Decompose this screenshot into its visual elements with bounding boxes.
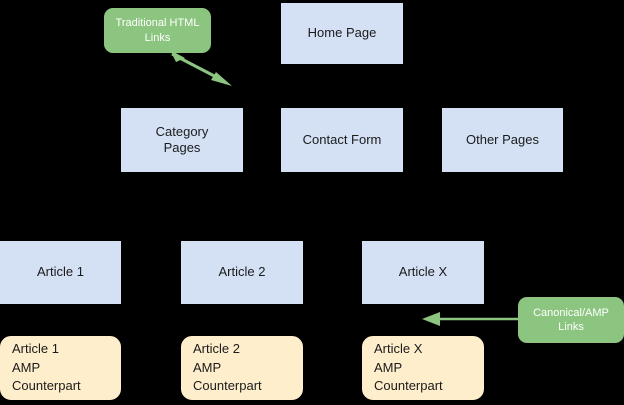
node-article-x-amp-counterpart[interactable]: Article X AMP Counterpart	[362, 336, 484, 400]
callout-canonical-amp-links-label: Canonical/AMP Links	[533, 306, 609, 333]
node-article-x-label: Article X	[398, 264, 448, 280]
callout-traditional-html-links-label: Traditional HTML Links	[115, 17, 200, 44]
node-article-1-label: Article 1	[37, 264, 84, 280]
node-category-pages-label: Category Pages	[155, 123, 209, 155]
node-other-pages[interactable]: Other Pages	[442, 108, 563, 172]
node-article-2-amp-counterpart-label: Article 2 AMP Counterpart	[193, 340, 262, 394]
node-article-x-amp-counterpart-label: Article X AMP Counterpart	[374, 340, 443, 394]
node-article-2[interactable]: Article 2	[181, 241, 303, 304]
node-contact-form[interactable]: Contact Form	[281, 108, 403, 172]
node-article-x[interactable]: Article X	[362, 241, 484, 304]
node-article-2-amp-counterpart[interactable]: Article 2 AMP Counterpart	[181, 336, 303, 400]
node-category-pages[interactable]: Category Pages	[121, 108, 243, 172]
callout-canonical-amp-links[interactable]: Canonical/AMP Links	[518, 297, 624, 343]
node-article-1-amp-counterpart[interactable]: Article 1 AMP Counterpart	[0, 336, 121, 400]
node-article-1[interactable]: Article 1	[0, 241, 121, 304]
node-contact-form-label: Contact Form	[302, 131, 382, 147]
node-article-2-label: Article 2	[218, 264, 266, 280]
node-article-1-amp-counterpart-label: Article 1 AMP Counterpart	[12, 340, 81, 394]
node-home-page-label: Home Page	[307, 25, 377, 41]
node-home-page[interactable]: Home Page	[281, 3, 403, 64]
arrow-canonical-amp-links	[422, 312, 519, 326]
arrow-traditional-html-links	[171, 52, 232, 86]
node-other-pages-label: Other Pages	[466, 131, 539, 147]
callout-traditional-html-links[interactable]: Traditional HTML Links	[104, 8, 211, 53]
